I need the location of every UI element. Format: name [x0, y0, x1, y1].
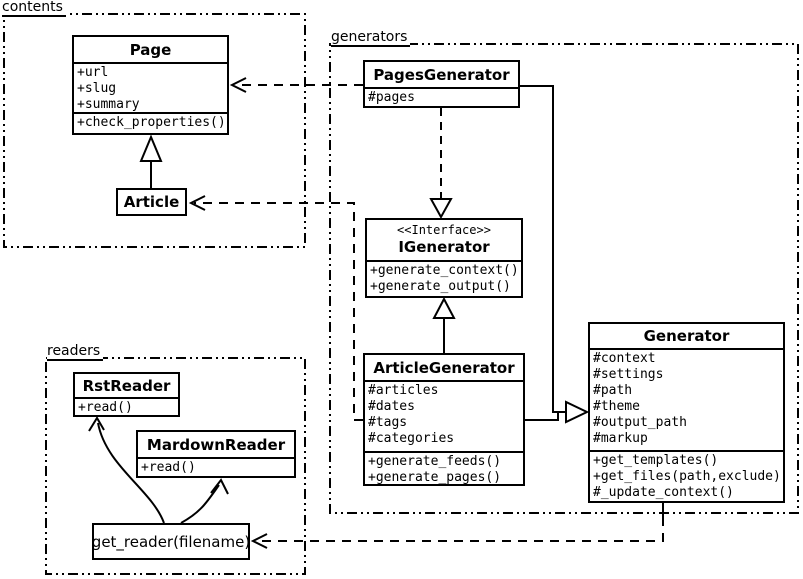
method: +read() [78, 400, 133, 415]
package-label-contents: contents [2, 0, 66, 17]
attribute: #settings [593, 367, 664, 382]
generator-to-getreader-dashed-line [257, 517, 664, 542]
class-page-attributes: +url +slug +summary [74, 62, 227, 112]
class-pagesgenerator-attributes: #pages [365, 87, 518, 107]
pagesgenerator-to-igenerator-triangle-icon [429, 198, 453, 220]
to-generator-triangle-icon [565, 400, 590, 424]
article-to-page-triangle-icon [139, 134, 163, 162]
generator-to-getreader-arrowhead-icon [250, 533, 268, 549]
pagesgenerator-to-generator-line [520, 85, 566, 413]
attribute: #tags [368, 415, 408, 430]
attribute: #context [593, 351, 656, 366]
attribute: +slug [77, 81, 117, 96]
get-reader-label: get_reader(filename) [91, 532, 251, 551]
class-igenerator-header: <<Interface>> IGenerator [367, 220, 521, 260]
attribute: #pages [368, 90, 415, 105]
class-generator: Generator #context #settings #path #them… [588, 322, 785, 503]
attribute: #path [593, 383, 633, 398]
class-pagesgenerator: PagesGenerator #pages [363, 60, 520, 108]
class-page-title: Page [129, 40, 172, 59]
articlegenerator-to-article-dashed-line [194, 202, 363, 421]
articlegenerator-to-article-arrowhead-icon [188, 195, 206, 211]
class-article: Article [116, 188, 187, 216]
articlegenerator-to-igenerator-triangle-icon [432, 296, 456, 319]
class-articlegenerator: ArticleGenerator #articles #dates #tags … [363, 353, 525, 486]
method: +get_files(path,exclude) [593, 469, 781, 484]
getreader-to-rstreader-curve [97, 422, 165, 524]
attribute: #markup [593, 431, 648, 446]
getreader-to-mardownreader-curve [180, 484, 220, 524]
class-rstreader: RstReader +read() [73, 372, 180, 417]
class-articlegenerator-attributes: #articles #dates #tags #categories [365, 380, 523, 451]
package-label-generators: generators [331, 30, 411, 47]
attribute: +summary [77, 97, 140, 112]
attribute: #dates [368, 399, 415, 414]
class-mardownreader-title: MardownReader [146, 435, 286, 454]
method: +read() [141, 460, 196, 475]
class-articlegenerator-title: ArticleGenerator [373, 358, 515, 377]
package-readers-border [45, 357, 306, 575]
class-page: Page +url +slug +summary +check_properti… [72, 35, 229, 135]
package-label-readers: readers [47, 344, 104, 361]
method: #_update_context() [593, 485, 734, 500]
class-generator-attributes: #context #settings #path #theme #output_… [590, 348, 783, 450]
method: +get_templates() [593, 453, 719, 468]
method: +generate_pages() [368, 470, 502, 485]
class-igenerator-stereotype: <<Interface>> [397, 223, 491, 237]
class-rstreader-methods: +read() [75, 397, 178, 417]
class-page-methods: +check_properties() [74, 112, 227, 132]
class-igenerator: <<Interface>> IGenerator +generate_conte… [365, 218, 523, 298]
class-igenerator-methods: +generate_context() +generate_output() [367, 260, 521, 296]
class-generator-methods: +get_templates() +get_files(path,exclude… [590, 450, 783, 502]
attribute: +url [77, 65, 109, 80]
class-articlegenerator-methods: +generate_feeds() +generate_pages() [365, 451, 523, 487]
package-generators-border [329, 43, 799, 514]
class-pagesgenerator-title: PagesGenerator [373, 65, 510, 84]
class-mardownreader: MardownReader +read() [136, 430, 296, 478]
method: +check_properties() [77, 115, 226, 130]
method: +generate_feeds() [368, 454, 502, 469]
getreader-to-rstreader-arrowhead-icon [88, 416, 105, 432]
method: +generate_output() [370, 279, 511, 294]
getreader-to-mardownreader-arrowhead-icon [210, 478, 229, 495]
attribute: #theme [593, 399, 640, 414]
pagesgenerator-to-page-arrowhead-icon [229, 77, 247, 93]
articlegenerator-to-generator-line [525, 412, 559, 421]
class-article-title: Article [123, 193, 180, 211]
class-mardownreader-methods: +read() [138, 457, 294, 477]
class-generator-title: Generator [643, 327, 730, 345]
method: +generate_context() [370, 263, 519, 278]
package-contents-border [3, 13, 306, 248]
attribute: #articles [368, 383, 439, 398]
attribute: #output_path [593, 415, 687, 430]
class-rstreader-title: RstReader [82, 376, 171, 395]
attribute: #categories [368, 431, 455, 446]
function-box-get-reader: get_reader(filename) [92, 523, 250, 560]
class-igenerator-title: IGenerator [398, 238, 490, 256]
